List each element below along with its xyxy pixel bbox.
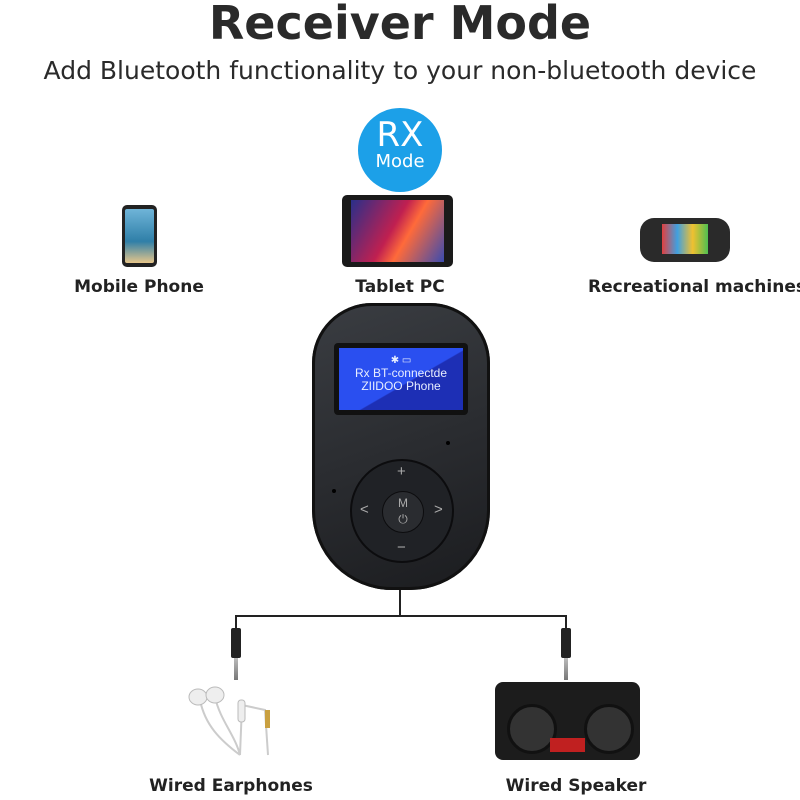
audio-jack-icon [561, 628, 571, 658]
speaker-icon [495, 682, 640, 760]
screen-line-2: ZIIDOO Phone [361, 379, 441, 393]
earphones-icon [188, 686, 270, 756]
power-icon: ⏻ [398, 512, 408, 526]
mode-label: M [398, 496, 408, 510]
cable-line [399, 590, 401, 616]
cable-line [235, 615, 567, 617]
mic-hole [446, 441, 450, 445]
page-subtitle: Add Bluetooth functionality to your non-… [43, 56, 757, 85]
volume-down-button[interactable]: − [397, 539, 406, 556]
audio-jack-tip [564, 658, 568, 680]
badge-bottom: Mode [375, 151, 425, 172]
volume-up-button[interactable]: + [397, 463, 406, 480]
cable-line [565, 615, 567, 630]
rx-mode-badge: RX Mode [358, 108, 442, 192]
bluetooth-receiver-device: ✱ ▭ Rx BT-connectde ZIIDOO Phone + − < >… [312, 303, 490, 590]
recreational-machines-label: Recreational machines [588, 277, 800, 297]
audio-jack-icon [231, 628, 241, 658]
audio-jack-tip [234, 658, 238, 680]
cable-line [235, 615, 237, 630]
tablet-label: Tablet PC [355, 277, 445, 297]
mobile-phone-icon [122, 205, 157, 267]
wired-speaker-label: Wired Speaker [505, 776, 647, 796]
wired-earphones-label: Wired Earphones [149, 776, 313, 796]
indicator-hole [332, 489, 336, 493]
mobile-phone-label: Mobile Phone [74, 277, 204, 297]
page-title: Receiver Mode [208, 0, 592, 50]
tablet-icon [342, 195, 453, 267]
mode-power-button[interactable]: M ⏻ [382, 491, 424, 533]
control-pad: + − < > M ⏻ [350, 459, 454, 563]
game-console-icon [640, 218, 730, 262]
next-button[interactable]: > [434, 501, 443, 518]
bluetooth-battery-icons: ✱ ▭ [390, 355, 412, 366]
previous-button[interactable]: < [360, 501, 369, 518]
badge-top: RX [376, 115, 424, 155]
lcd-screen: ✱ ▭ Rx BT-connectde ZIIDOO Phone [334, 343, 468, 415]
screen-line-1: Rx BT-connectde [354, 366, 448, 380]
